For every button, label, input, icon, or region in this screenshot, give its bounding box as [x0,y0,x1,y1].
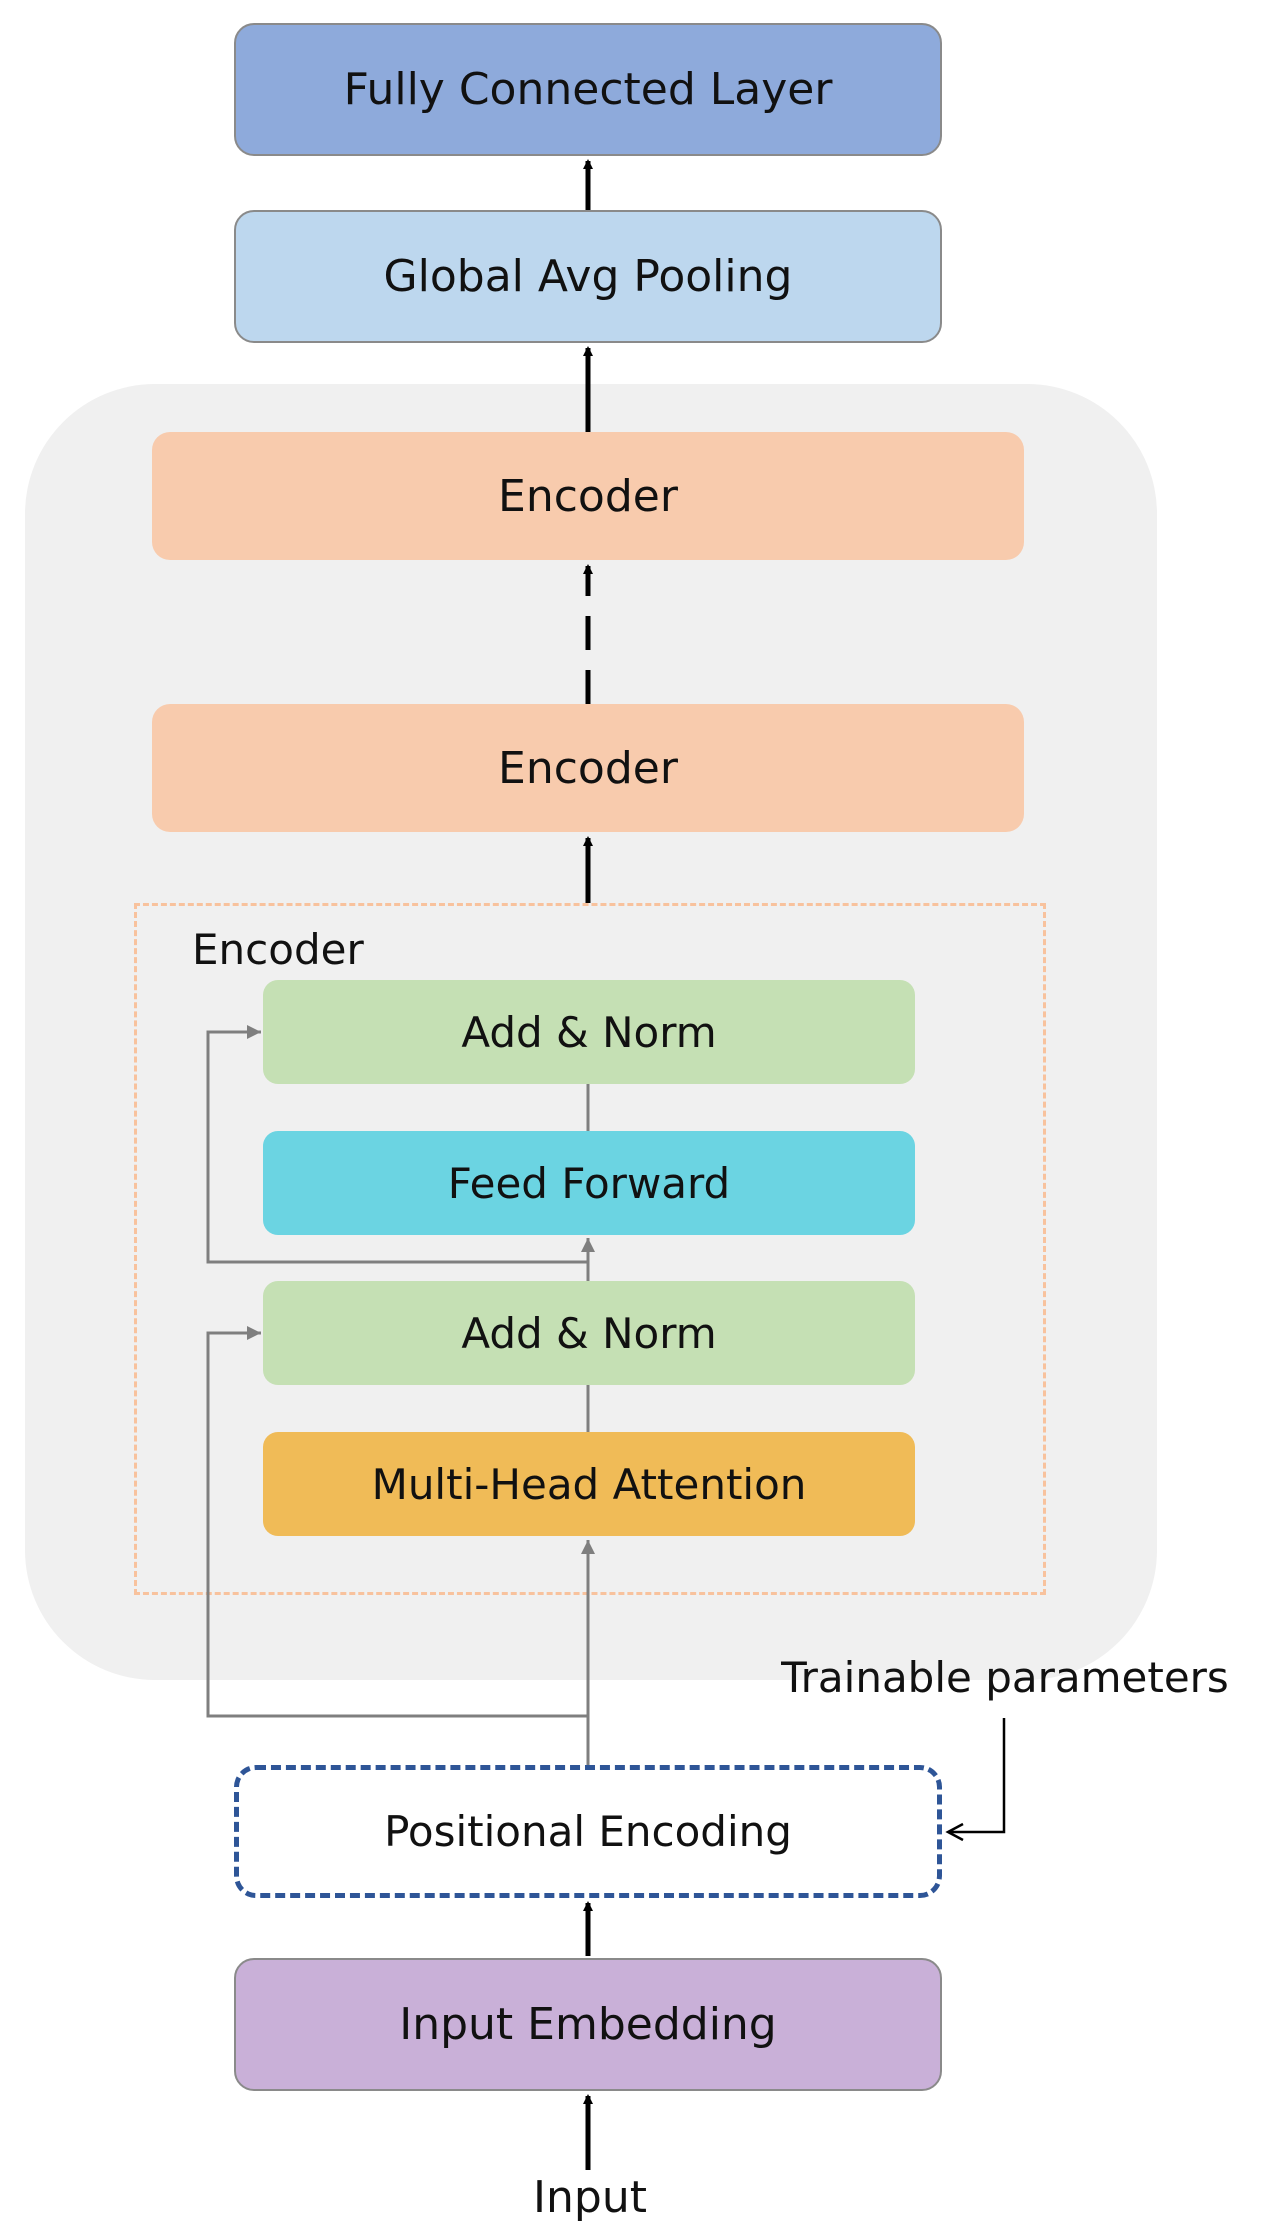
residual-connections [206,1025,595,1765]
global-avg-pooling-box: Global Avg Pooling [234,210,942,343]
encoder-detail-block [134,903,1046,1595]
add-norm-bottom-label: Add & Norm [461,1308,717,1358]
encoder-box-middle: Encoder [152,704,1024,832]
positional-encoding-box: Positional Encoding [234,1765,942,1898]
fully-connected-layer-box: Fully Connected Layer [234,23,942,156]
multi-head-attention-label: Multi-Head Attention [371,1459,807,1509]
residual-skip-lower [206,1326,588,1718]
encoder-top-label: Encoder [498,470,678,522]
global-avg-pooling-label: Global Avg Pooling [383,251,793,302]
input-embedding-box: Input Embedding [234,1958,942,2091]
add-norm-top-label: Add & Norm [461,1007,717,1057]
positional-encoding-label: Positional Encoding [384,1807,792,1856]
feed-forward-label: Feed Forward [447,1158,731,1208]
multi-head-attention-box: Multi-Head Attention [263,1432,915,1536]
input-embedding-label: Input Embedding [399,1999,777,2050]
add-norm-bottom-box: Add & Norm [263,1281,915,1385]
trainable-parameters-pointer [945,1718,1006,1842]
residual-skip-upper [206,1025,588,1264]
encoder-box-top: Encoder [152,432,1024,560]
add-norm-top-box: Add & Norm [263,980,915,1084]
fully-connected-layer-label: Fully Connected Layer [343,64,833,115]
encoder-middle-label: Encoder [498,742,678,794]
trainable-parameters-label: Trainable parameters [781,1653,1229,1702]
input-label: Input [533,2172,647,2223]
feed-forward-box: Feed Forward [263,1131,915,1235]
encoder-block-title: Encoder [192,925,364,974]
